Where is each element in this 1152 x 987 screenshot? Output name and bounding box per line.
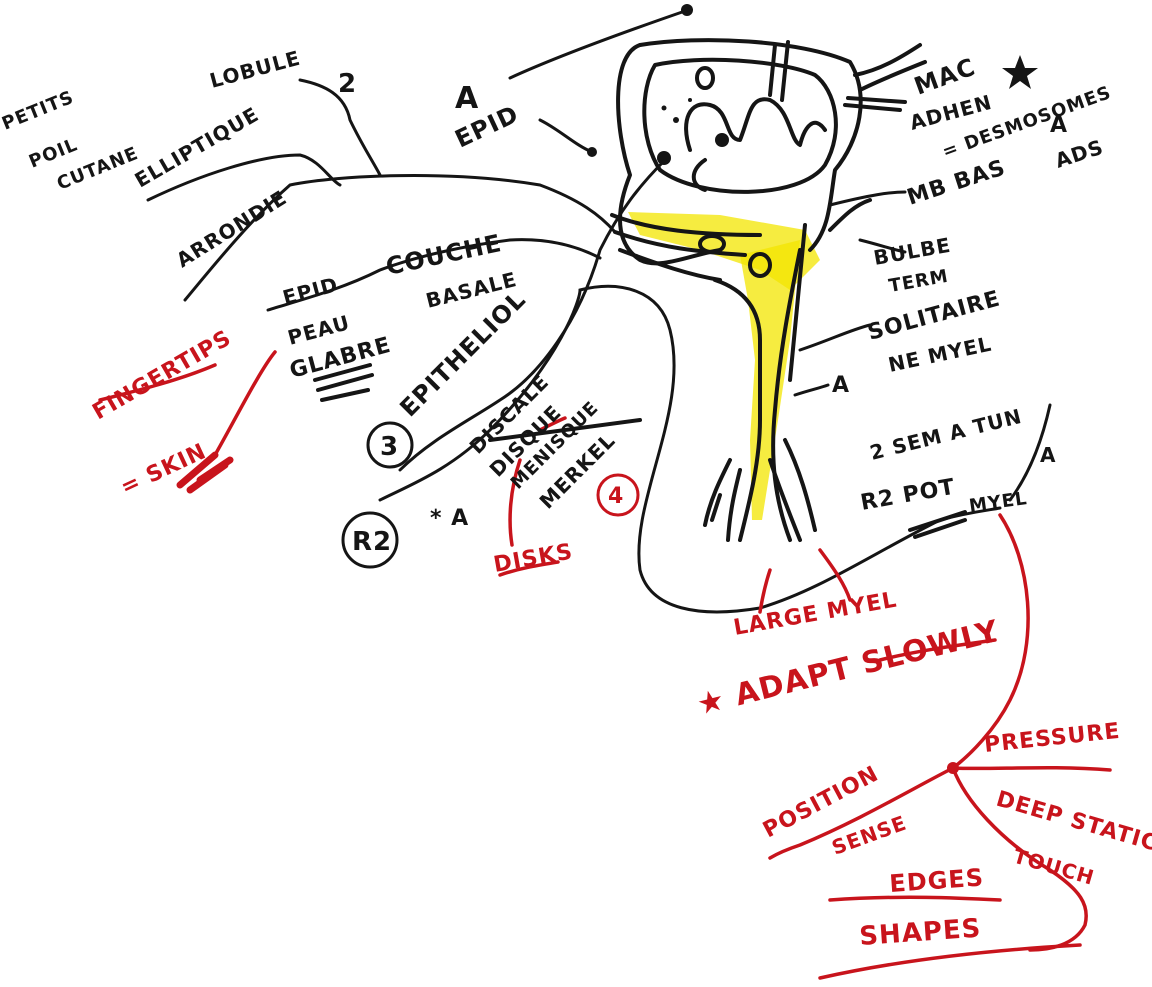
label-a-right: A — [1040, 443, 1056, 467]
label-lobule-num: 2 — [338, 69, 357, 99]
label-mac: MAC — [910, 53, 979, 101]
label-num-4: 4 — [608, 484, 624, 509]
label-a-epid: A — [455, 81, 479, 116]
label-term: TERM — [887, 266, 950, 297]
label-edges: EDGES — [888, 863, 984, 898]
label-bulbe: BULBE — [872, 233, 953, 270]
label-a-ads: A — [1050, 113, 1068, 138]
label-num-3: 3 — [380, 432, 399, 462]
label-shapes: SHAPES — [858, 914, 982, 952]
label-arrondie: ARRONDIE — [172, 185, 291, 272]
label-pressure: PRESSURE — [983, 719, 1122, 758]
label-sense: SENSE — [829, 811, 910, 860]
label-mb-bas: MB BAS — [904, 155, 1009, 210]
label-touch: TOUCH — [1011, 844, 1098, 890]
label-sem-tun: 2 SEM A TUN — [867, 404, 1024, 465]
label-star-a: * A — [430, 506, 469, 531]
star-icon — [1002, 55, 1038, 89]
label-lobule: LOBULE — [207, 46, 303, 93]
label-a-mid: A — [832, 373, 850, 398]
label-r2-pot: R2 POT — [859, 475, 958, 516]
label-num-r2: R2 — [352, 527, 392, 557]
label-myel-right: MYEL — [968, 488, 1029, 517]
label-epid-couche: EPID — [280, 272, 341, 310]
label-disks: DISKS — [492, 539, 575, 578]
label-ne-myel: NE MYEL — [886, 332, 994, 377]
label-petits: PETITS — [0, 87, 77, 135]
label-fingertips: FINGERTIPS — [89, 326, 236, 426]
cell-dots — [587, 4, 729, 165]
red-junction-dot — [947, 762, 959, 774]
label-large-myel: LARGE MYEL — [732, 588, 899, 641]
label-ads: ADS — [1052, 135, 1106, 173]
